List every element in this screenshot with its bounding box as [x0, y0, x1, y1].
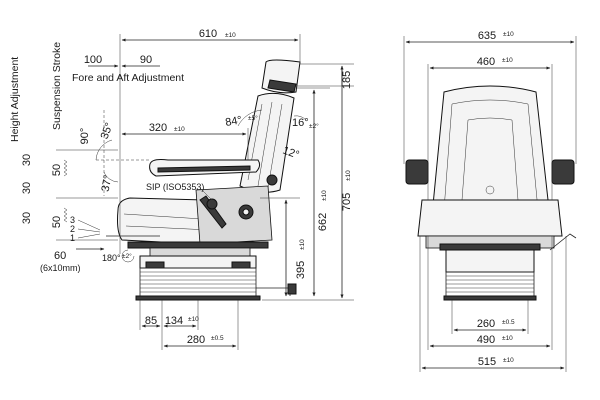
dim-515-value: 515: [478, 356, 496, 368]
dim-stroke-upper: 50: [51, 164, 63, 176]
dim-460-tol: ±10: [502, 57, 513, 64]
height-adjustment-label: Height Adjustment: [9, 57, 21, 142]
dim-490-value: 490: [477, 334, 495, 346]
dim-395-tol: ±10: [299, 239, 306, 250]
dim-610-tol: ±10: [225, 32, 236, 39]
dim-height-mid: 30: [21, 182, 33, 194]
dim-185: 185: [341, 71, 353, 89]
dim-fore-aft-100: 100: [84, 54, 102, 66]
angle-12: 12°: [281, 145, 301, 162]
spring-icon: [63, 159, 68, 177]
angle-180-value: 180°: [102, 253, 121, 263]
sip-label: SIP (ISO5353): [146, 182, 204, 192]
dim-635-tol: ±10: [503, 31, 514, 38]
angle-90: 90°: [79, 128, 91, 145]
dim-134-tol: ±10: [188, 316, 199, 323]
dim-395-value: 395: [295, 261, 307, 279]
side-view: 610 ±10 100 90 Fore and Aft Adjustment H…: [9, 28, 354, 350]
position-2: 2: [70, 224, 75, 234]
dim-705-value: 705: [341, 193, 353, 211]
dim-60: 60: [54, 250, 66, 262]
angle-37: 37°: [100, 174, 115, 192]
dim-610-value: 610: [199, 28, 217, 40]
dim-260-value: 260: [477, 318, 495, 330]
dim-85: 85: [145, 315, 157, 327]
suspension-stroke-label: Suspension Stroke: [51, 42, 63, 130]
dim-635-value: 635: [478, 30, 496, 42]
angle-35: 35°: [99, 121, 116, 141]
dim-662-tol: ±10: [321, 190, 328, 201]
position-1: 1: [70, 233, 75, 243]
dim-height-top: 30: [21, 154, 33, 166]
angle-84-value: 84°: [224, 114, 242, 129]
angle-180-tol: ±2°: [122, 252, 132, 260]
dim-320-value: 320: [149, 122, 167, 134]
position-3: 3: [70, 215, 75, 225]
dim-662-value: 662: [317, 213, 329, 231]
dim-6x10mm: (6x10mm): [40, 263, 81, 273]
front-seat-illustration: [405, 85, 577, 301]
dim-fore-aft-90: 90: [140, 54, 152, 66]
fore-aft-label: Fore and Aft Adjustment: [72, 72, 184, 84]
angle-84-tol: ±5°: [248, 114, 258, 122]
dim-515-tol: ±10: [503, 357, 514, 364]
dim-460-value: 460: [477, 56, 495, 68]
spring-icon: [63, 207, 68, 223]
angle-16-value: 16°: [292, 117, 309, 129]
dim-490-tol: ±10: [502, 335, 513, 342]
dim-stroke-lower: 50: [51, 216, 63, 228]
dim-280-tol: ±0.5: [211, 335, 224, 342]
dim-134-value: 134: [165, 315, 183, 327]
knob-icon: [485, 185, 495, 195]
dim-height-bottom: 30: [21, 212, 33, 224]
front-view: 635 ±10 460 ±10 260 ±0.5 490 ±10 515 ±10: [403, 30, 577, 372]
side-seat-illustration: [106, 59, 301, 301]
dim-260-tol: ±0.5: [502, 319, 515, 326]
dim-705-tol: ±10: [345, 170, 352, 181]
dim-280-value: 280: [187, 334, 205, 346]
dim-320-tol: ±10: [174, 126, 185, 133]
